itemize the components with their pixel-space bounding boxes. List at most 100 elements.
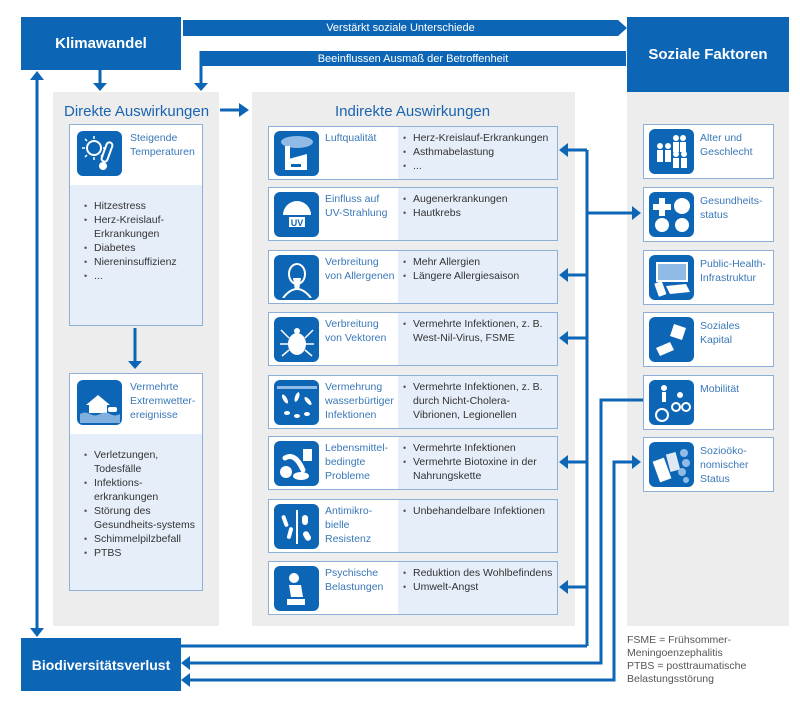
footnote-fsme: FSME = Frühsommer-Meningoenzephalitis [627, 634, 732, 659]
indirect-card-label: Einfluss auf UV-Strahlung [325, 193, 388, 219]
direct-card-label: Vermehrte Extremwetter-ereignisse [130, 381, 196, 421]
mobility-icon [649, 380, 694, 425]
list-item: Unbehandelbare Infektionen [403, 504, 555, 518]
list-item: Vermehrte Infektionen [403, 441, 555, 455]
indirect-card: Lebensmittel-bedingte Probleme Vermehrte … [268, 436, 558, 490]
footnote-ptbs: PTBS = posttraumatische Belastungsstörun… [627, 660, 747, 685]
connector [190, 398, 643, 665]
list-item: Augenerkrankungen [403, 192, 555, 206]
social-factor-card: Gesundheits-status [643, 187, 774, 242]
indirect-effects-title: Indirekte Auswirkungen [335, 103, 491, 120]
social-factors-label: Soziale Faktoren [648, 46, 768, 63]
indirect-card-list: Unbehandelbare Infektionen [403, 504, 555, 518]
indirect-card-label: Lebensmittel-bedingte Probleme [325, 442, 389, 482]
indirect-card: UV Einfluss auf UV-Strahlung Augenerkranku… [268, 187, 558, 241]
social-factors-node: Soziale Faktoren [627, 17, 789, 92]
arrow-head [30, 71, 44, 80]
arrow-head [559, 580, 568, 594]
indirect-card-label: Verbreitung von Allergenen [325, 256, 395, 282]
sneezing-person-icon [274, 255, 319, 300]
arrow-head [559, 331, 568, 345]
money-coins-icon [649, 442, 694, 487]
svg-text:UV: UV [290, 218, 303, 228]
arrow-head [559, 455, 568, 469]
direct-card: Vermehrte Extremwetter-ereignisse Verlet… [69, 373, 203, 591]
list-item: ... [403, 159, 555, 173]
sitting-person-icon [274, 566, 319, 611]
indirect-card-label: Verbreitung von Vektoren [325, 318, 387, 344]
flooded-house-icon [77, 380, 122, 425]
indirect-card-label: Antimikro-bielle Resistenz [325, 505, 373, 545]
list-item: Reduktion des Wohlbefindens [403, 566, 555, 580]
social-factor-label: Gesundheits-status [700, 195, 763, 221]
list-item: Schimmelpilzbefall [84, 532, 200, 546]
food-icon [274, 441, 319, 486]
indirect-card: LuftqualitätHerz-Kreislauf-ErkrankungenA… [268, 126, 558, 180]
indirect-card-label: Luftqualität [325, 132, 377, 144]
list-item: Verletzungen, Todesfälle [84, 448, 200, 476]
social-factor-label: Sozioöko-nomischer Status [700, 445, 749, 485]
arrow-head [618, 20, 627, 36]
social-factor-card: Public-Health-Infrastruktur [643, 250, 774, 305]
uv-sun-icon: UV [274, 192, 319, 237]
arrow-head [632, 455, 641, 469]
arrow-head [93, 83, 107, 91]
direct-card-list: Hitzestress Herz-Kreislauf-Erkrankungen … [84, 199, 200, 283]
indirect-card-label: Vermehrung wasserbürtiger Infektionen [325, 381, 394, 421]
banner-impact-extent-text: Beeinflussen Ausmaß der Betroffenheit [317, 52, 509, 65]
list-item: Diabetes [84, 241, 200, 255]
arrow-head [128, 361, 142, 369]
arrow-head [30, 628, 44, 637]
social-factor-label: Soziales Kapital [700, 320, 740, 346]
helping-hands-icon [649, 317, 694, 362]
list-item: Hitzestress [84, 199, 200, 213]
list-item: Störung des Gesundheits-systems [84, 504, 200, 532]
social-factor-label: Public-Health-Infrastruktur [700, 258, 766, 284]
indirect-card-list: AugenerkrankungenHautkrebs [403, 192, 555, 220]
social-factor-card: Soziales Kapital [643, 312, 774, 367]
tick-icon [274, 317, 319, 362]
list-item: Niereninsuffizienz [84, 255, 200, 269]
social-factor-label: Mobilität [700, 383, 740, 395]
banner-social-inequality-text: Verstärkt soziale Unterschiede [326, 22, 475, 34]
indirect-card-list: Vermehrte Infektionen, z. B. durch Nicht… [403, 380, 555, 422]
indirect-card-list: Mehr AllergienLängere Allergiesaison [403, 255, 555, 283]
water-bacteria-icon [274, 380, 319, 425]
indirect-card-list: Vermehrte InfektionenVermehrte Biotoxine… [403, 441, 555, 483]
climate-change-label: Klimawandel [55, 35, 147, 52]
health-status-icon [649, 192, 694, 237]
arrow-head [181, 656, 190, 670]
antibiotic-pills-icon [274, 504, 319, 549]
list-item: Asthmabelastung [403, 145, 555, 159]
indirect-card-list: Reduktion des WohlbefindensUmwelt-Angst [403, 566, 555, 594]
factory-smog-icon [274, 131, 319, 176]
indirect-card: Psychische BelastungenReduktion des Wohl… [268, 561, 558, 615]
direct-card: Steigende Temperaturen Hitzestress Herz-… [69, 124, 203, 326]
biodiversity-loss-label: Biodiversitätsverlust [31, 656, 171, 673]
footnotes: FSME = Frühsommer-Meningoenzephalitis PT… [627, 634, 792, 686]
list-item: Mehr Allergien [403, 255, 555, 269]
indirect-card: Vermehrung wasserbürtiger InfektionenVer… [268, 375, 558, 429]
list-item: Längere Allergiesaison [403, 269, 555, 283]
direct-card-label: Steigende Temperaturen [130, 132, 195, 158]
computer-devices-icon [649, 255, 694, 300]
indirect-card: Antimikro-bielle Resistenz Unbehandelbare… [268, 499, 558, 553]
indirect-card: Verbreitung von Vektoren Vermehrte Infekt… [268, 312, 558, 366]
social-factor-label: Alter und Geschlecht [700, 132, 753, 158]
people-age-gender-icon [649, 129, 694, 174]
arrow-head [632, 206, 641, 220]
arrow-head [181, 673, 190, 687]
indirect-card: Verbreitung von Allergenen Mehr Allergien… [268, 250, 558, 304]
connector [190, 460, 633, 682]
biodiversity-loss-node: Biodiversitätsverlust [21, 638, 181, 691]
arrow-head [194, 83, 208, 91]
arrow-head [559, 143, 568, 157]
list-item: Hautkrebs [403, 206, 555, 220]
arrow-head [239, 103, 249, 117]
list-item: Vermehrte Infektionen, z. B. West-Nil-Vi… [403, 317, 555, 345]
list-item: Infektions-erkrankungen [84, 476, 200, 504]
thermometer-sun-icon [77, 131, 122, 176]
climate-change-node: Klimawandel [21, 17, 181, 70]
list-item: Vermehrte Biotoxine in der Nahrungskette [403, 455, 555, 483]
